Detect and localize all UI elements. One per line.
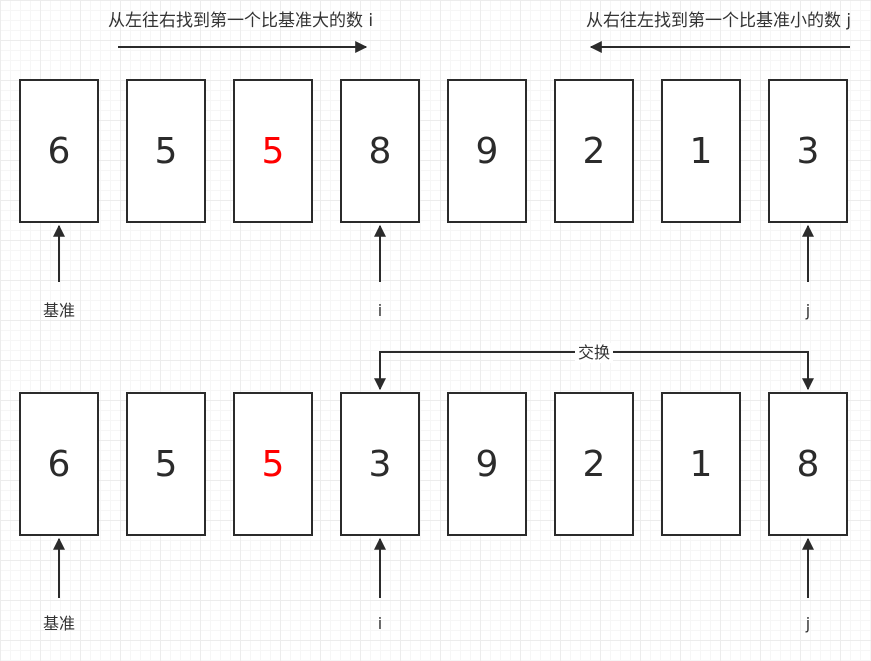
row2-card-5: 9 (447, 392, 527, 536)
row2-i-label: i (377, 614, 383, 633)
row2-card-4: 3 (340, 392, 420, 536)
row1-card-6: 2 (554, 79, 634, 223)
left-to-right-caption: 从左往右找到第一个比基准大的数 i (108, 11, 374, 31)
row1-card-7: 1 (661, 79, 741, 223)
row1-j-label: j (805, 301, 811, 320)
row2-card-6: 2 (554, 392, 634, 536)
row1-card-4: 8 (340, 79, 420, 223)
row1-card-1: 6 (19, 79, 99, 223)
row2-pivot-label: 基准 (42, 614, 76, 633)
swap-label: 交换 (574, 343, 614, 363)
row1-card-2: 5 (126, 79, 206, 223)
row1-pivot-label: 基准 (42, 301, 76, 320)
row2-card-8: 8 (768, 392, 848, 536)
row1-i-label: i (377, 301, 383, 320)
row2-card-2: 5 (126, 392, 206, 536)
row2-card-1: 6 (19, 392, 99, 536)
row2-j-label: j (805, 614, 811, 633)
row2-card-7: 1 (661, 392, 741, 536)
row1-card-3: 5 (233, 79, 313, 223)
row1-card-5: 9 (447, 79, 527, 223)
row1-card-8: 3 (768, 79, 848, 223)
row2-card-3: 5 (233, 392, 313, 536)
right-to-left-caption: 从右往左找到第一个比基准小的数 j (586, 11, 852, 31)
